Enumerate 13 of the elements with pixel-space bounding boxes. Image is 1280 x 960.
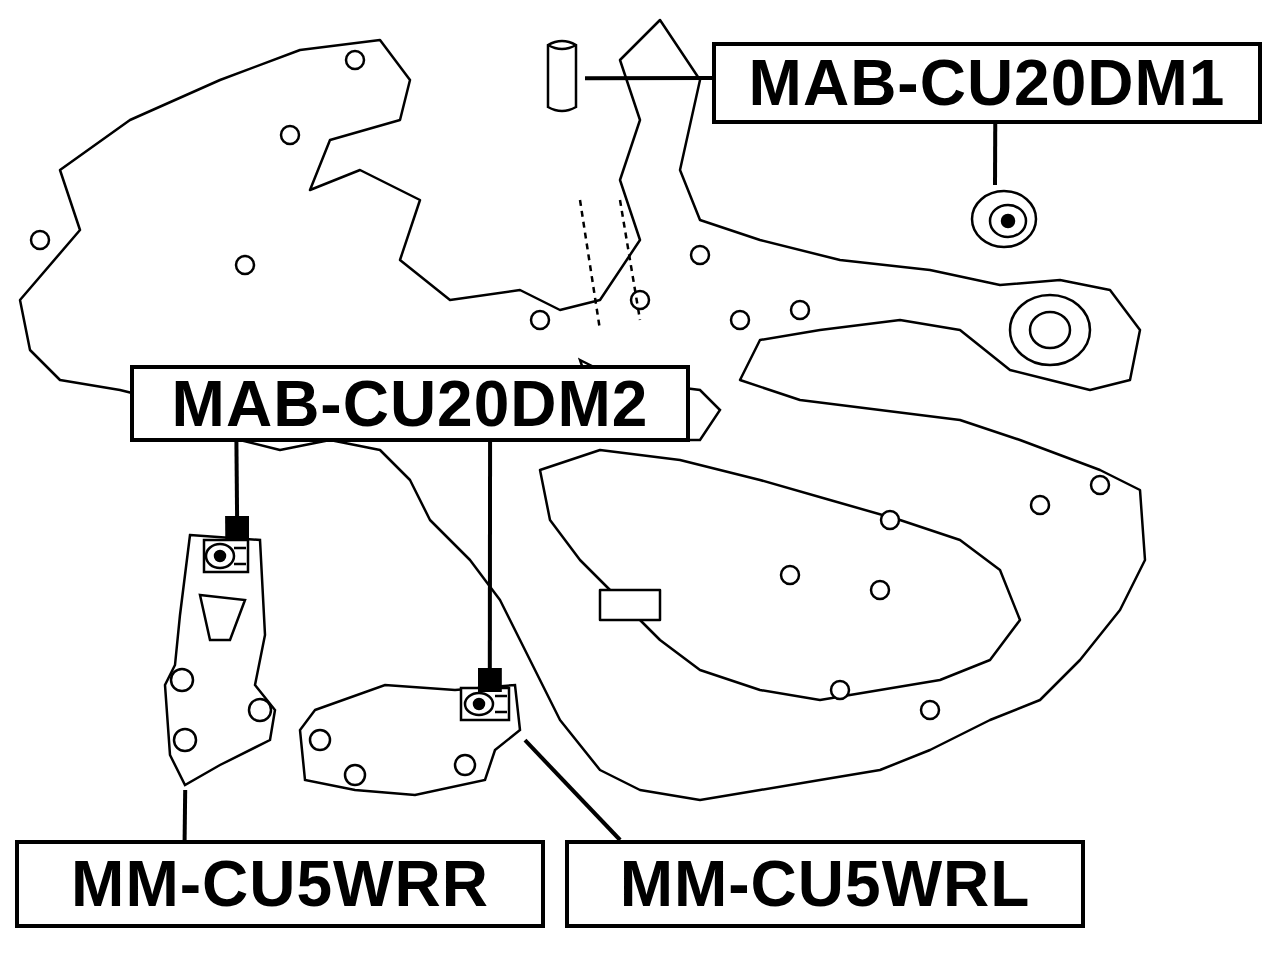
part-number-box xyxy=(15,840,545,928)
part-number: MM-CU5WRL xyxy=(619,847,1031,921)
part-number: MM-CU5WRR xyxy=(71,847,489,921)
leader-line xyxy=(477,442,502,692)
part-number: MAB-CU20DM1 xyxy=(748,46,1226,120)
leader-line xyxy=(225,441,250,541)
part-number: MAB-CU20DM2 xyxy=(171,366,649,441)
part-number-box xyxy=(712,42,1262,124)
leader-line xyxy=(523,738,622,842)
leader-line xyxy=(993,124,998,185)
part-number-box xyxy=(565,840,1085,928)
part-number-box xyxy=(130,365,690,442)
leader-line xyxy=(182,789,188,841)
